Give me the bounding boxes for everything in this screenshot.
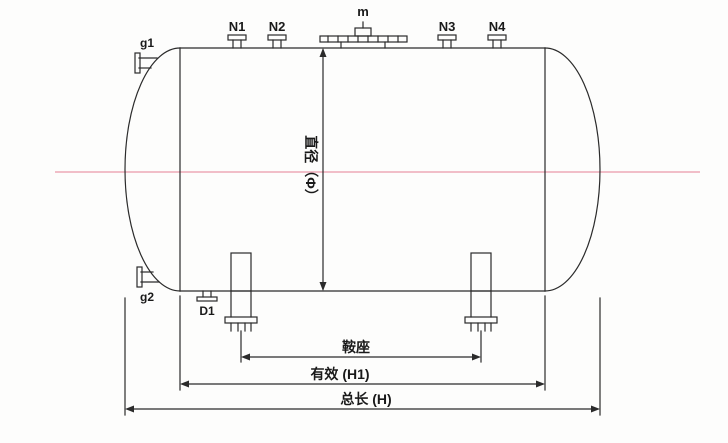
label-n1: N1 [229,19,246,34]
arrow-total-right [591,405,600,413]
dim-effective-length [179,295,546,391]
dimension-arrows [125,48,600,413]
label-n3: N3 [439,19,456,34]
label-g2: g2 [140,290,154,304]
left-head [124,47,181,292]
arrow-saddle-right [472,353,481,361]
label-total-length: 总长 (H) [340,391,391,407]
arrow-diameter-top [319,48,327,57]
label-n2: N2 [269,19,286,34]
label-n4: N4 [489,19,506,34]
right-head [544,47,601,292]
dim-saddle-span [240,330,482,363]
arrow-diameter-bottom [319,282,327,291]
label-diameter: 直径（Φ） [303,135,319,203]
nozzle-g2 [136,266,160,288]
nozzle-n4 [487,34,507,49]
manhole-cover-handle [354,27,372,37]
linework [124,21,601,416]
saddle-left [224,252,258,332]
arrow-total-left [125,405,134,413]
arrow-saddle-left [241,353,250,361]
nozzle-n2 [267,34,287,49]
arrow-effective-left [180,380,189,388]
nozzle-n3 [437,34,457,49]
nozzle-n1 [227,34,247,49]
dim-total-length [124,297,601,416]
drain-d1 [196,290,218,302]
label-effective-length: 有效 (H1) [310,366,369,382]
label-g1: g1 [140,36,154,50]
tank-shell [124,47,601,292]
label-manhole: m [357,4,369,19]
saddle-right [464,252,498,332]
label-saddle-span: 鞍座 [342,339,370,355]
nozzle-g1 [134,52,158,74]
label-d1: D1 [199,304,215,318]
labels: N1 N2 m N3 N4 g1 g2 D1 直径（Φ） 鞍座 有效 (H1) … [140,4,506,407]
manhole-assembly [319,21,408,49]
arrow-effective-right [536,380,545,388]
